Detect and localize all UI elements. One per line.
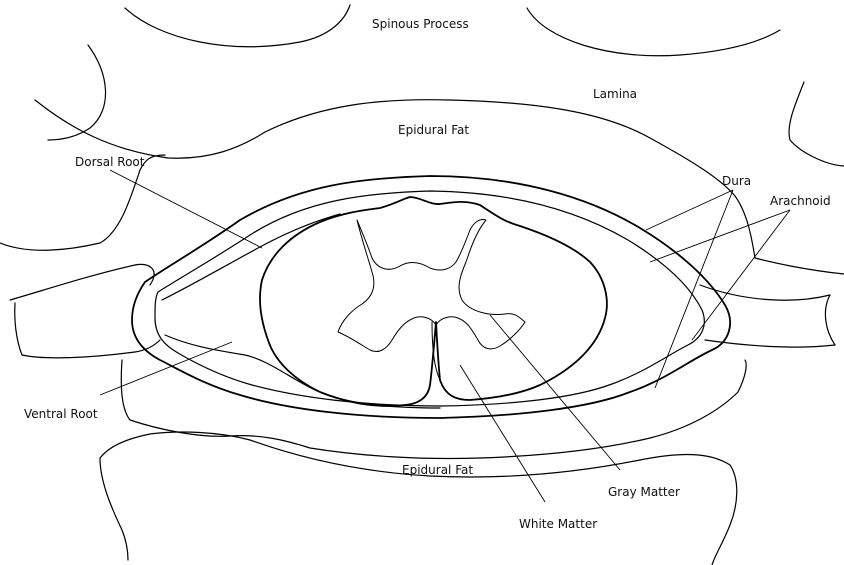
- label-dorsal-root: Dorsal Root: [75, 155, 145, 169]
- leader-gray-matter: [490, 315, 620, 470]
- label-epidural-fat-bottom: Epidural Fat: [402, 463, 473, 477]
- leader-ventral-root: [100, 342, 232, 395]
- gray-matter-outline: [338, 219, 525, 351]
- vertebral-body-left-edge: [100, 458, 128, 560]
- spinous-process-right-outline: [527, 8, 780, 56]
- label-lamina: Lamina: [593, 87, 637, 101]
- label-ventral-root: Ventral Root: [24, 407, 98, 421]
- leader-dorsal-root: [110, 170, 262, 248]
- left-root-sleeve: [10, 264, 154, 300]
- leader-dura-2: [655, 190, 733, 388]
- label-gray-matter: Gray Matter: [608, 485, 680, 499]
- spinal-cord-outline: [260, 197, 607, 406]
- label-spinous-process: Spinous Process: [372, 17, 469, 31]
- arachnoid-outline: [155, 191, 704, 406]
- pia-lower-line: [165, 335, 440, 408]
- label-dura: Dura: [722, 174, 751, 188]
- pia-upper-line: [162, 214, 340, 300]
- leader-arachnoid-1: [650, 210, 790, 262]
- label-epidural-fat-top: Epidural Fat: [398, 123, 469, 137]
- left-lamina-outline: [48, 45, 106, 140]
- label-arachnoid: Arachnoid: [770, 194, 831, 208]
- leader-arachnoid-2: [692, 210, 790, 340]
- left-tissue-upper: [0, 155, 165, 250]
- vertebral-body-upper-outline: [121, 360, 746, 459]
- label-white-matter: White Matter: [519, 517, 597, 531]
- spinous-process-left-outline: [125, 5, 350, 47]
- leader-white-matter: [460, 365, 545, 502]
- right-lamina-outline: [789, 82, 844, 166]
- left-lamina-lower: [15, 303, 22, 355]
- right-root-sleeve-end: [825, 295, 835, 345]
